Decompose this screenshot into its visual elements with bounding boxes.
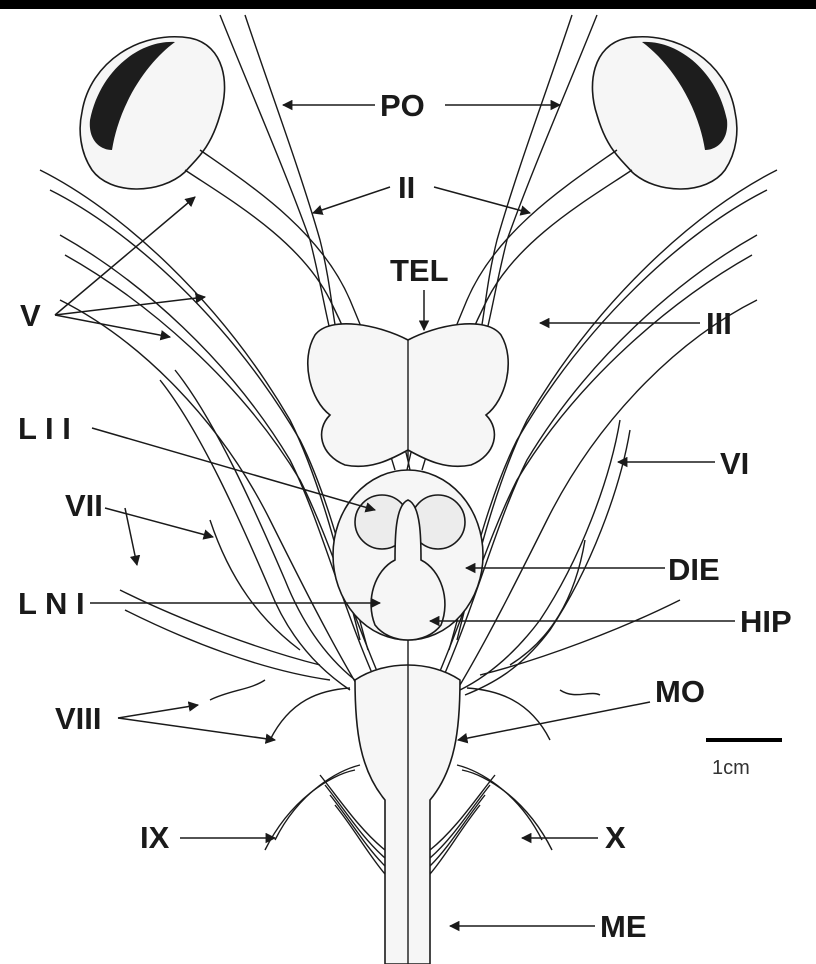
right-eye <box>592 37 736 189</box>
label-viii: VIII <box>55 703 102 734</box>
label-x: X <box>605 822 626 853</box>
label-po: PO <box>380 90 425 121</box>
label-lii: L I I <box>18 413 71 444</box>
medulla-spinal-cord <box>355 640 460 964</box>
diencephalon <box>333 470 483 640</box>
right-nerve-fan <box>432 170 777 850</box>
label-me: ME <box>600 911 647 942</box>
label-ii: II <box>398 172 415 203</box>
label-vii: VII <box>65 490 103 521</box>
scale-bar <box>706 738 782 742</box>
telencephalon <box>308 324 508 467</box>
label-tel: TEL <box>390 255 449 286</box>
scale-label: 1cm <box>712 758 750 778</box>
label-lni: L N I <box>18 588 85 619</box>
left-eye <box>80 37 224 189</box>
label-die: DIE <box>668 554 720 585</box>
label-iii: III <box>706 308 732 339</box>
label-hip: HIP <box>740 606 792 637</box>
label-mo: MO <box>655 676 705 707</box>
label-vi: VI <box>720 448 749 479</box>
label-v: V <box>20 300 41 331</box>
label-ix: IX <box>140 822 169 853</box>
